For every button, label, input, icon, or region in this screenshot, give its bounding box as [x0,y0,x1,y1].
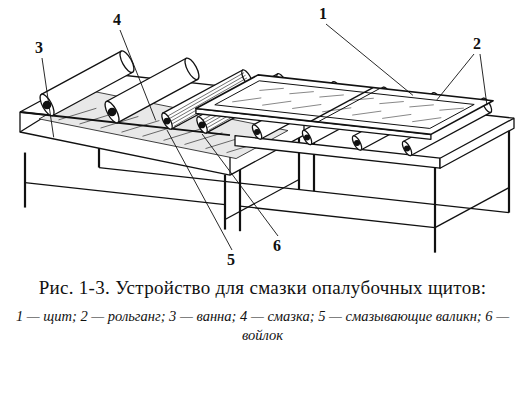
floor-rail [99,168,509,213]
callout-number: 3 [34,40,44,56]
wood-grain [382,114,411,118]
leader-line [202,134,278,236]
drawing-strokes [20,24,514,253]
grease-texture [185,133,223,145]
leader-line [42,58,54,137]
wood-grain [322,108,351,112]
roller-axle [255,130,260,135]
brace [435,188,509,228]
shield-rib [311,88,373,122]
wood-grain [292,104,321,108]
floor-rail [225,180,299,220]
figure-caption: Рис. 1-3. Устройство для смазки опалубоч… [39,276,487,301]
wood-grain [289,92,313,94]
leader-line [326,24,413,95]
formwork-shield [196,75,493,134]
leader-line [167,130,232,250]
roller-axle [355,141,360,146]
table-leg [224,175,226,230]
wood-grain [259,88,283,90]
roller-axle [199,122,204,127]
roller-end [160,112,175,131]
shield-inner [215,81,474,129]
roller-axle [108,108,115,115]
leader-line [480,54,487,105]
roller-end [251,124,264,141]
roller-end [102,99,121,124]
table-leg [24,153,26,208]
roller-end [351,135,364,152]
callout-number: 6 [272,238,282,254]
wood-grain [349,98,373,100]
roller-axle [305,135,310,140]
wood-grain [352,111,381,115]
table-leg [434,166,436,253]
wood-grain [409,105,433,107]
brace [25,183,225,205]
wood-grain [439,108,463,110]
wood-grain [319,95,343,97]
callout-number: 5 [226,252,236,268]
roller-end [301,129,314,146]
roller-axle [405,146,410,151]
roller-axle [164,118,169,123]
table-leg [508,126,510,213]
parts-key: 1 — щит; 2 — рольганг; 3 — ванна; 4 — см… [14,307,511,346]
wood-grain [379,102,403,104]
roller-end [195,115,210,134]
roller-end [401,140,414,157]
leader-line [120,30,156,120]
caption-block: Рис. 1-3. Устройство для смазки опалубоч… [14,276,511,346]
shield-rib [318,88,380,122]
roller-end [37,92,56,117]
callout-number: 2 [472,36,482,52]
leader-line [437,54,474,100]
wood-grain [262,101,291,105]
callout-number: 1 [318,6,328,22]
roller-end [117,49,136,74]
callout-number: 4 [112,12,122,28]
wood-grain [232,98,261,102]
roller-end [182,56,201,81]
wood-grain [412,118,441,122]
